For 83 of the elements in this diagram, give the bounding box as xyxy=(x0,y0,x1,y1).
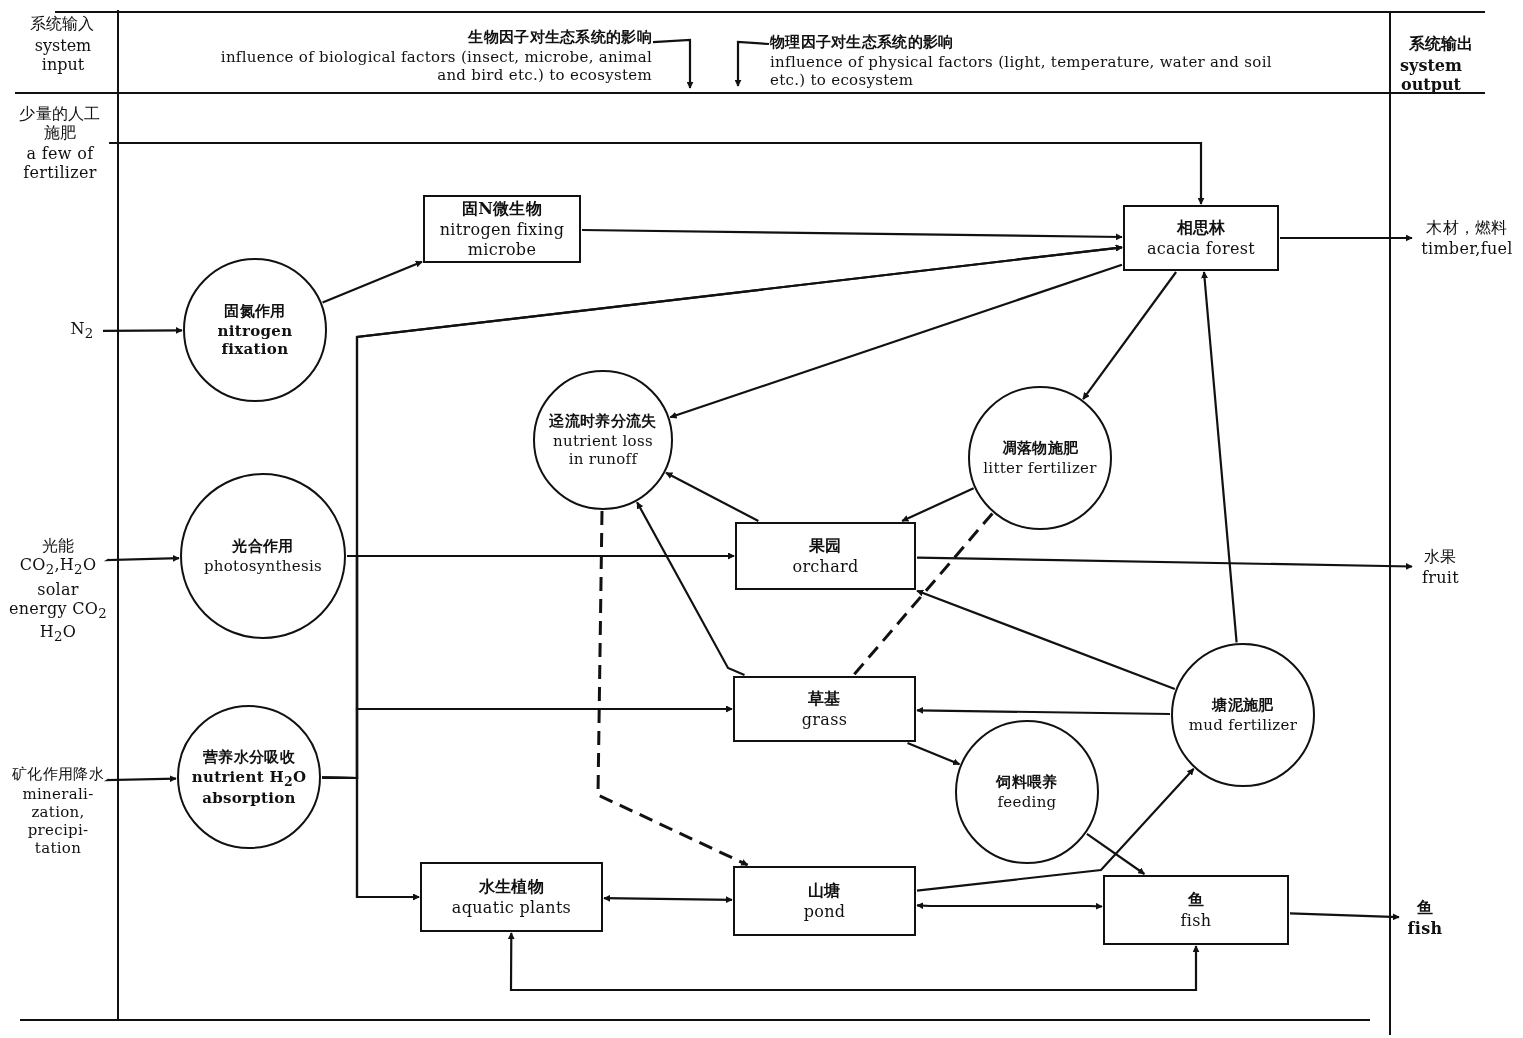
node-text: solar energy CO$_{2}$ H$_{2}$O xyxy=(8,579,108,646)
node-text: timber,fuel xyxy=(1421,239,1513,259)
arrow xyxy=(103,775,177,783)
arrow xyxy=(322,776,420,901)
arrow xyxy=(1289,912,1400,921)
node-text: 光合作用 xyxy=(232,537,294,555)
node-text: 凋落物施肥 xyxy=(1001,439,1079,457)
arrow xyxy=(652,38,694,89)
arrow xyxy=(1280,234,1413,242)
arrow xyxy=(734,40,770,87)
node-text: grass xyxy=(801,710,848,730)
arrow xyxy=(917,556,1413,570)
node-text: fruit xyxy=(1422,568,1459,588)
node-text: N$_{2}$ xyxy=(70,319,94,343)
node-text: 山塘 xyxy=(808,880,841,900)
node-text: 固N微生物 xyxy=(461,199,543,219)
process-box xyxy=(733,676,916,742)
node-text: 水果 xyxy=(1424,546,1457,566)
arrow xyxy=(916,589,1176,691)
arrow xyxy=(103,326,183,334)
arrow xyxy=(103,554,180,562)
process-box xyxy=(733,866,916,936)
node-text: photosynthesis xyxy=(203,557,323,575)
node-text: 草基 xyxy=(808,688,841,708)
arrow xyxy=(669,263,1123,419)
node-text: litter fertilizer xyxy=(983,459,1097,477)
node-text: 鱼 xyxy=(1187,889,1205,909)
node-text: pond xyxy=(803,902,846,922)
node-text: 光能 CO$_{2}$,H$_{2}$O xyxy=(18,535,98,578)
arrow xyxy=(322,260,423,304)
node-text: fish xyxy=(1407,919,1443,939)
node-text: nitrogen fixation xyxy=(216,322,294,358)
process-box xyxy=(423,195,581,263)
connector-line xyxy=(852,512,994,676)
node-text: 生物因子对生态系统的影响 xyxy=(468,28,652,46)
arrow xyxy=(1086,832,1146,875)
arrow xyxy=(596,510,749,867)
node-text: 果园 xyxy=(809,535,842,555)
node-text: 水生植物 xyxy=(478,876,545,896)
arrow xyxy=(109,141,1205,205)
node-text: 塘泥施肥 xyxy=(1212,696,1274,714)
node-text: nutrient loss in runoff xyxy=(552,432,654,468)
process-box xyxy=(735,522,916,590)
arrow xyxy=(901,487,975,522)
node-text: nutrient H$_{2}$O absorption xyxy=(190,767,308,807)
node-text: acacia forest xyxy=(1147,239,1255,259)
arrow xyxy=(916,902,1103,910)
process-box xyxy=(420,862,603,932)
node-text: minerali- zation, precipi- tation xyxy=(21,784,95,857)
node-text: 固氮作用 xyxy=(224,302,286,320)
arrow xyxy=(907,742,961,766)
node-text: nitrogen fixing microbe xyxy=(438,220,566,259)
arrow xyxy=(916,706,1170,716)
arrow xyxy=(507,932,1200,992)
arrow xyxy=(603,894,733,904)
node-text: 饲料喂养 xyxy=(996,773,1058,791)
node-text: fish xyxy=(1180,911,1212,931)
node-text: mud fertilizer xyxy=(1188,716,1298,734)
column-heading: system input xyxy=(33,36,93,75)
node-text: 矿化作用降水 xyxy=(12,764,104,783)
arrow xyxy=(1082,271,1177,400)
node-text: feeding xyxy=(997,793,1057,811)
node-text: orchard xyxy=(792,557,859,577)
node-text: aquatic plants xyxy=(451,898,572,918)
node-text: 物理因子对生态系统的影响 xyxy=(770,33,954,51)
process-box xyxy=(1123,205,1279,271)
node-text: influence of biological factors (insect, microbe, animal and bird etc.) to ecosystem xyxy=(219,48,652,84)
node-text: 迳流时养分流失 xyxy=(549,412,657,430)
node-text: 相思林 xyxy=(1176,217,1226,237)
node-text: a few of fertilizer xyxy=(22,144,98,183)
node-text: influence of physical factors (light, temperature, water and soil etc.) to ecosystem xyxy=(770,53,1273,89)
column-heading: 系统输入 xyxy=(29,14,95,34)
arrow xyxy=(665,471,759,522)
column-heading: system output xyxy=(1399,56,1463,95)
node-text: 木材，燃料 xyxy=(1426,217,1508,237)
column-heading: 系统输出 xyxy=(1408,34,1474,54)
arrow xyxy=(582,228,1123,241)
node-text: 营养水分吸收 xyxy=(203,747,295,766)
arrow xyxy=(916,768,1195,892)
arrow xyxy=(636,501,745,676)
process-box xyxy=(1103,875,1289,945)
node-text: 鱼 xyxy=(1416,897,1434,917)
arrow xyxy=(1201,271,1238,643)
